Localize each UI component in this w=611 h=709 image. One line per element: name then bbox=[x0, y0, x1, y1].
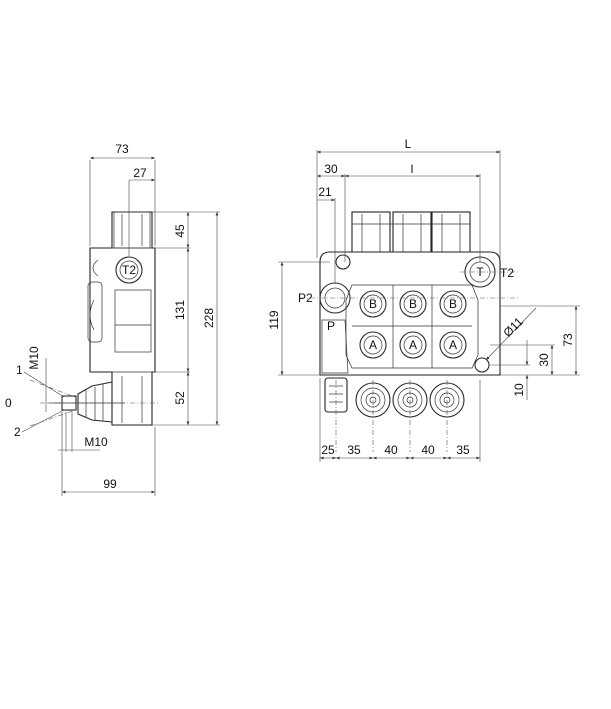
front-dim-phi11: Ø11 bbox=[501, 314, 527, 340]
front-body-outline bbox=[319, 251, 501, 376]
front-label-p: P bbox=[327, 319, 335, 333]
front-dim-30-top: 30 bbox=[324, 162, 338, 176]
front-dim-bottom-1: 25 bbox=[321, 443, 335, 457]
front-view: T B B B A A A bbox=[267, 137, 580, 462]
front-dim-10: 10 bbox=[512, 383, 526, 397]
front-inlet-block bbox=[321, 319, 349, 374]
side-pos-2: 2 bbox=[14, 425, 21, 439]
side-dim-228: 228 bbox=[202, 308, 216, 328]
side-pos-0: 0 bbox=[5, 396, 12, 410]
front-label-t2: T2 bbox=[500, 266, 514, 280]
front-top-cap-2 bbox=[392, 211, 432, 255]
front-label-p2: P2 bbox=[298, 291, 313, 305]
front-dim-bottom-5: 35 bbox=[456, 443, 470, 457]
side-dim-52: 52 bbox=[173, 391, 187, 405]
side-dim-99: 99 bbox=[103, 477, 117, 491]
front-port-b-2: B bbox=[409, 297, 417, 311]
front-mount-hole-tl bbox=[335, 254, 351, 270]
side-m10-top: M10 bbox=[27, 346, 41, 370]
side-spool-bore bbox=[114, 289, 152, 353]
front-port-a-2: A bbox=[409, 338, 417, 352]
side-t2-label: T2 bbox=[122, 263, 136, 277]
front-b-ports: B B B bbox=[359, 290, 467, 318]
front-bottom-caps bbox=[324, 377, 465, 418]
front-a-ports: A A A bbox=[359, 331, 467, 359]
side-dim-131: 131 bbox=[173, 300, 187, 320]
side-m10-bottom: M10 bbox=[84, 435, 108, 449]
side-dim-27: 27 bbox=[133, 166, 147, 180]
side-dim-45: 45 bbox=[173, 224, 187, 238]
front-port-a-3: A bbox=[449, 338, 457, 352]
side-left-boss bbox=[87, 281, 103, 343]
side-body-outline bbox=[89, 211, 156, 426]
front-port-b-1: B bbox=[369, 297, 377, 311]
front-dim-bottom-4: 40 bbox=[421, 443, 435, 457]
front-mount-hole-br bbox=[474, 357, 490, 373]
side-pos-1: 1 bbox=[16, 363, 23, 377]
front-dim-bottom-3: 40 bbox=[384, 443, 398, 457]
side-dim-73: 73 bbox=[115, 142, 129, 156]
front-dim-L: L bbox=[405, 137, 412, 151]
front-dim-119: 119 bbox=[267, 310, 281, 329]
front-top-cap-3 bbox=[431, 211, 471, 255]
front-dim-30-right: 30 bbox=[537, 353, 551, 367]
front-port-b-3: B bbox=[449, 297, 457, 311]
front-top-cap-1 bbox=[351, 211, 391, 255]
side-view: T2 73 27 4 bbox=[5, 142, 220, 496]
front-dim-l: l bbox=[411, 162, 414, 176]
front-dim-21: 21 bbox=[318, 185, 332, 199]
front-port-a-1: A bbox=[369, 338, 377, 352]
front-dim-bottom-2: 35 bbox=[347, 443, 361, 457]
front-dim-73: 73 bbox=[561, 333, 575, 347]
side-t2-port bbox=[115, 256, 143, 284]
